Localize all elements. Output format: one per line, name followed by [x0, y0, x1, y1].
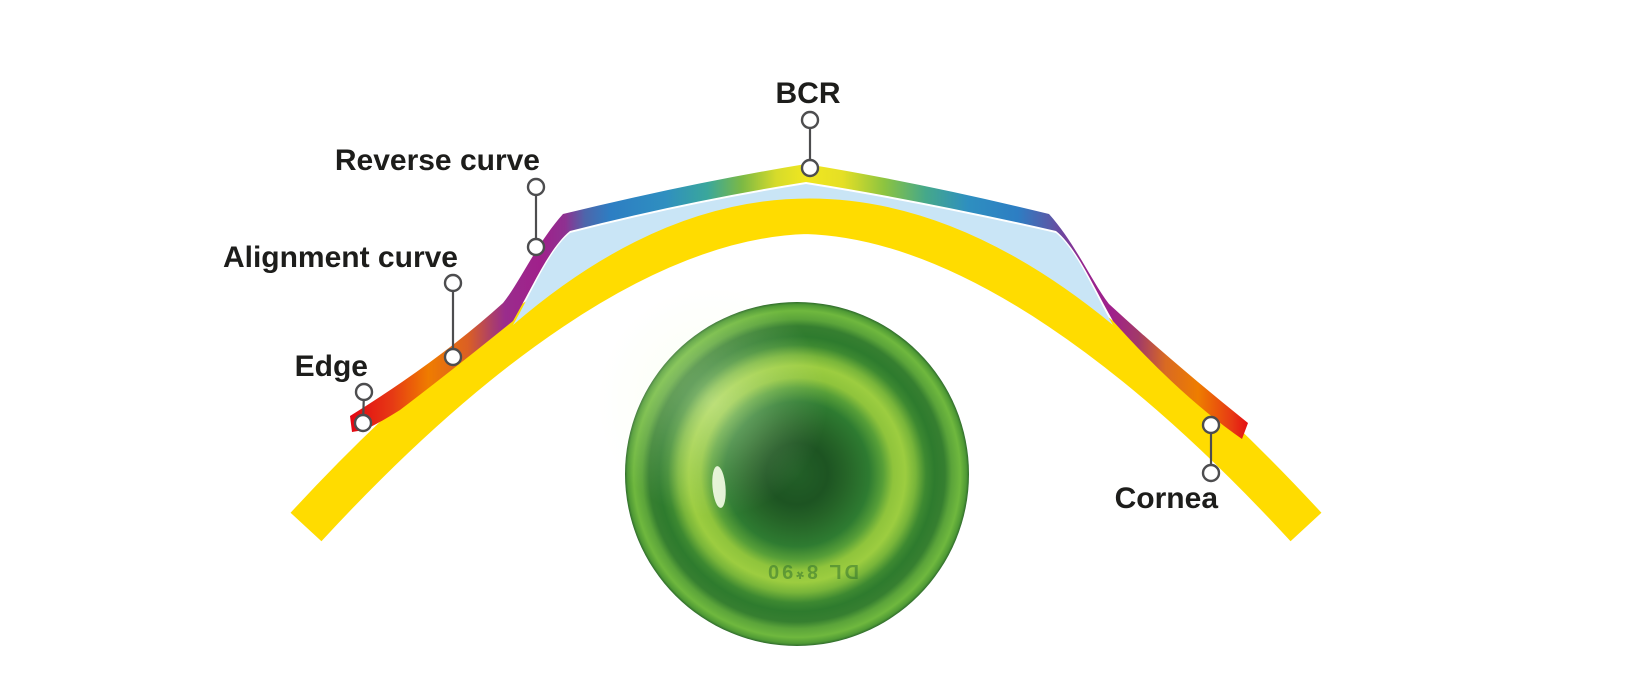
cornea-label: Cornea — [1115, 482, 1219, 515]
alignment-curve-label: Alignment curve — [223, 241, 458, 274]
edge-callout-dot-top — [354, 382, 374, 402]
edge-callout-dot-target — [353, 413, 373, 433]
bcr-callout-dot-top — [800, 110, 820, 130]
reverse-curve-callout-dot-target — [526, 237, 546, 257]
fluorescein-pattern-photo: DL 8*90 — [597, 287, 969, 646]
reverse-curve-label: Reverse curve — [335, 144, 540, 177]
edge-callout: Edge — [295, 350, 374, 433]
fluorescein-sheen — [597, 287, 827, 517]
bcr-callout: BCR — [776, 77, 841, 178]
edge-label: Edge — [295, 350, 368, 383]
cornea-callout-dot-target — [1201, 415, 1221, 435]
bcr-callout-dot-target — [800, 158, 820, 178]
lens-marking-text: DL 8*90 — [765, 560, 859, 582]
bcr-label: BCR — [776, 77, 841, 110]
cornea-callout: Cornea — [1115, 415, 1221, 515]
specular-highlight — [712, 466, 726, 508]
alignment-curve-callout-dot-target — [443, 347, 463, 367]
alignment-curve-callout: Alignment curve — [223, 241, 463, 367]
cornea-band — [290, 191, 1322, 542]
reverse-curve-callout: Reverse curve — [335, 144, 546, 257]
reverse-curve-callout-dot-top — [526, 177, 546, 197]
alignment-curve-callout-dot-top — [443, 273, 463, 293]
tear-film-layer — [513, 184, 1113, 325]
cornea-callout-dot-bottom — [1201, 463, 1221, 483]
